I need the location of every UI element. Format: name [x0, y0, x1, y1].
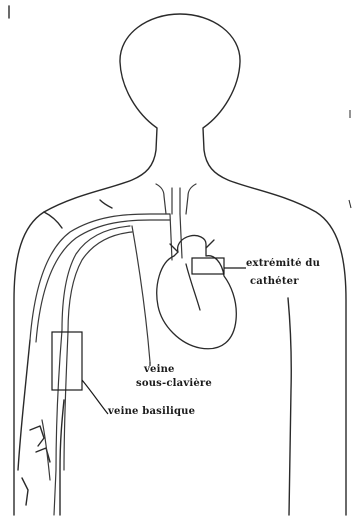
catheter-tip-label-line1: extrémité du — [246, 258, 320, 270]
jugular-right — [186, 184, 196, 214]
heart — [157, 235, 237, 348]
basilic-leader — [82, 380, 108, 414]
catheter-tip-box — [192, 258, 224, 274]
subclavian-vein-label-line1: veine — [144, 364, 175, 376]
catheter-line — [132, 226, 150, 362]
right-arm-inner — [288, 298, 291, 515]
vessel-basilic-2 — [68, 232, 132, 332]
basilic-vein-label: veine basilique — [108, 406, 195, 418]
catheter-tip-label-line2: cathéter — [250, 276, 299, 288]
subclavian-vein-label-line2: sous-clavière — [136, 378, 212, 390]
left-arm-inner — [60, 400, 64, 515]
vessel-outer-1 — [30, 214, 170, 340]
vessel-outer-2 — [36, 220, 170, 342]
left-arm-contour — [18, 340, 30, 470]
jugular-left — [156, 184, 166, 214]
